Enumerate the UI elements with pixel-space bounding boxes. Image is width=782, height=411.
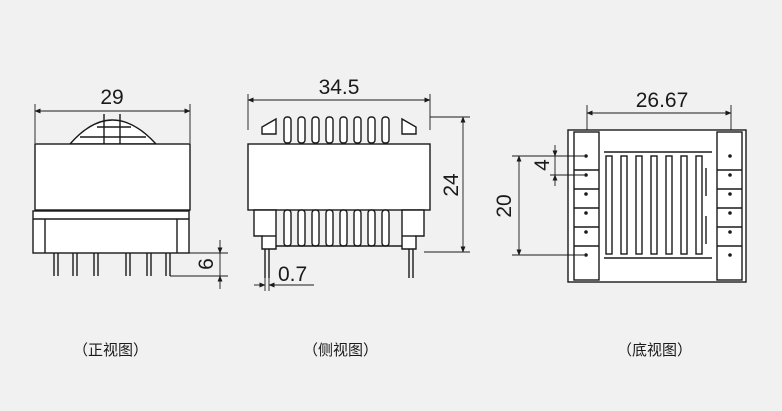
front-view-caption: （正视图） (73, 341, 149, 359)
bottom-left-pins (574, 154, 599, 257)
side-pin-dim: 0.7 (278, 263, 307, 286)
front-pin-dim: 6 (195, 258, 218, 270)
side-view-caption: （侧视图） (303, 341, 379, 359)
side-height-dim: 24 (440, 173, 463, 197)
bottom-right-pin-row (716, 131, 743, 281)
front-core (34, 143, 191, 211)
bottom-view: 26.67 (493, 89, 747, 283)
side-bottom-windings (283, 209, 390, 247)
front-pins (53, 253, 171, 276)
side-view: 34.5 (247, 76, 470, 291)
side-top-windings (283, 116, 390, 144)
bottom-left-pin-row (573, 131, 600, 281)
side-width-dim: 34.5 (319, 76, 360, 99)
side-core (247, 143, 431, 211)
bottom-height-dim: 20 (493, 194, 516, 217)
front-view: 29 (32, 86, 228, 289)
front-width-dim: 29 (100, 86, 123, 109)
bottom-view-caption: （底视图） (617, 341, 693, 359)
front-dome (68, 119, 158, 145)
bottom-right-pins (717, 154, 742, 257)
bottom-width-dim: 26.67 (636, 89, 689, 112)
bottom-pitch-dim: 4 (531, 159, 554, 171)
front-bobbin-base (32, 210, 190, 254)
bottom-center-slots (604, 151, 712, 259)
